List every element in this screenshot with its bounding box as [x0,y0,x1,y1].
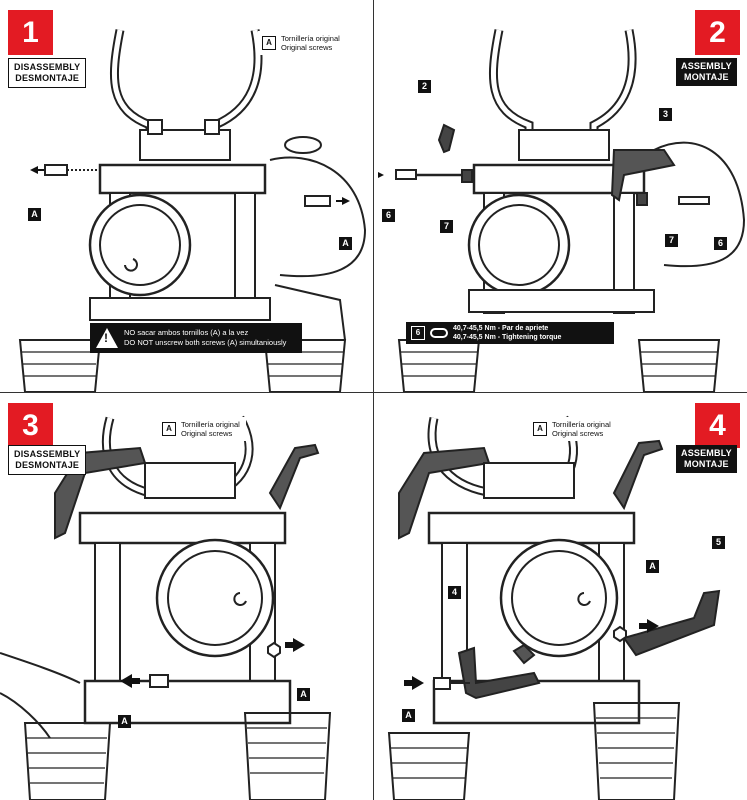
assembly-tag: ASSEMBLY MONTAJE [676,445,737,473]
legend-key: A [262,36,276,50]
callout-4: 4 [448,586,461,599]
torque-key: 6 [411,326,425,340]
torque-banner: 6 40,7-45,5 Nm - Par de apriete 40,7-45,… [406,322,614,344]
assembly-tag: ASSEMBLY MONTAJE [676,58,737,86]
original-screws-legend: A Tornillería original Original screws [258,31,346,55]
legend-line-es: Tornillería original [181,420,240,429]
tag-line-en: ASSEMBLY [681,61,732,71]
callout-a-left: A [118,715,131,728]
callout-7-left: 7 [440,220,453,233]
step-number: 3 [8,403,53,448]
callout-5: 5 [712,536,725,549]
step-4-illustration [387,415,721,800]
tag-line-es: DESMONTAJE [15,73,80,83]
legend-key: A [162,422,176,436]
wrench-icon [430,328,448,338]
callout-a-right: A [339,237,352,250]
callout-6-right: 6 [714,237,727,250]
step-4-panel: 4 ASSEMBLY MONTAJE A Tornillería origina… [374,393,747,800]
step-3-illustration [0,415,332,800]
step-1-panel: 1 DISASSEMBLY DESMONTAJE A Tornillería o… [0,0,373,392]
legend-line-es: Tornillería original [552,420,611,429]
callout-2: 2 [418,80,431,93]
step-1-illustration [18,29,367,392]
legend-line-es: Tornillería original [281,34,340,43]
torque-line-es: 40,7-45,5 Nm - Par de apriete [453,325,549,332]
callout-7-right: 7 [665,234,678,247]
callout-3: 3 [659,108,672,121]
callout-a-left: A [28,208,41,221]
step-2-illustration [378,29,746,392]
legend-line-en: Original screws [181,429,233,438]
warning-icon [96,328,118,348]
step-number: 1 [8,10,53,55]
disassembly-tag: DISASSEMBLY DESMONTAJE [8,58,87,88]
disassembly-tag: DISASSEMBLY DESMONTAJE [8,445,87,475]
step-number: 2 [695,10,740,55]
step-3-panel: 3 DISASSEMBLY DESMONTAJE A Tornillería o… [0,393,373,800]
tag-line-es: MONTAJE [684,72,729,82]
tag-line-es: MONTAJE [684,459,729,469]
tag-line-es: DESMONTAJE [15,460,80,470]
legend-line-en: Original screws [281,43,333,52]
step-number: 4 [695,403,740,448]
warning-banner: NO sacar ambos tornillos (A) a la vez DO… [90,323,302,353]
step-2-panel: 2 ASSEMBLY MONTAJE 2 3 6 7 7 6 6 40,7-45… [374,0,747,392]
warning-line-es: NO sacar ambos tornillos (A) a la vez [124,328,249,337]
callout-a-left: A [402,709,415,722]
callout-a-right: A [297,688,310,701]
tag-line-en: ASSEMBLY [681,448,732,458]
callout-6-left: 6 [382,209,395,222]
legend-line-en: Original screws [552,429,604,438]
horizontal-divider [0,392,747,393]
vertical-divider [373,0,374,800]
torque-line-en: 40,7-45,5 Nm - Tightening torque [453,334,562,341]
legend-key: A [533,422,547,436]
tag-line-en: DISASSEMBLY [14,62,81,72]
tag-line-en: DISASSEMBLY [14,449,81,459]
original-screws-legend: A Tornillería original Original screws [158,417,246,441]
callout-a-top: A [646,560,659,573]
original-screws-legend: A Tornillería original Original screws [529,417,617,441]
warning-line-en: DO NOT unscrew both screws (A) simultani… [124,338,287,347]
